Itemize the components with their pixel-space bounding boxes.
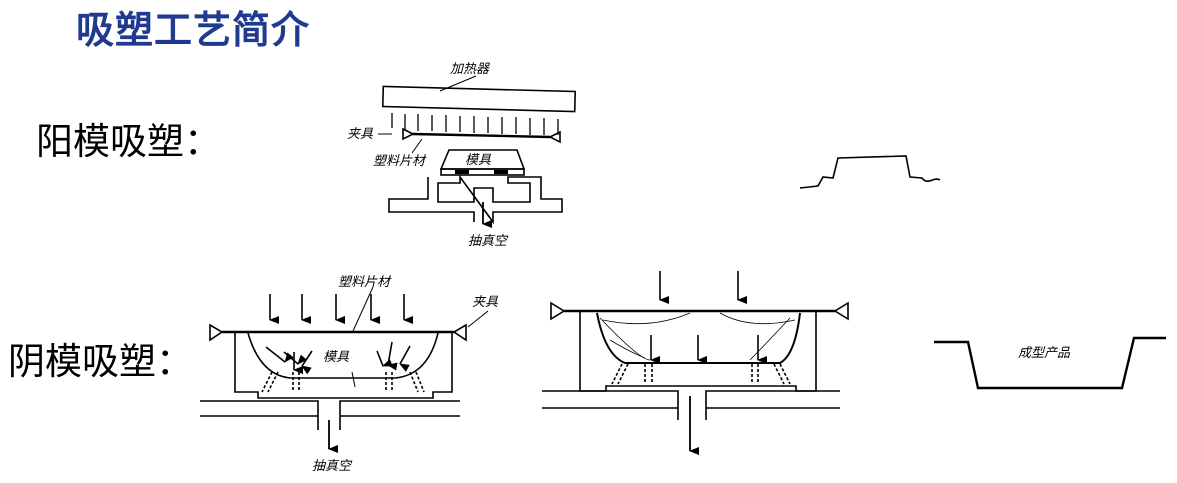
sheet-line bbox=[412, 132, 551, 139]
heater-label: 加热器 bbox=[450, 62, 490, 77]
clamp-label: 夹具 bbox=[347, 127, 374, 142]
negative-mold-diagram bbox=[200, 286, 489, 453]
clamp-left bbox=[402, 127, 415, 141]
product-label: 成型产品 bbox=[1018, 346, 1071, 361]
heater-rays bbox=[391, 113, 559, 135]
negative-mold-formed-diagram bbox=[542, 271, 849, 455]
sheet-label: 塑料片材 bbox=[373, 154, 427, 169]
negative-product-profile bbox=[934, 336, 1166, 390]
vacuum-label-negative: 抽真空 bbox=[312, 459, 353, 474]
mold-label: 模具 bbox=[465, 153, 492, 168]
vacuum-label: 抽真空 bbox=[468, 234, 509, 249]
vacuum-table bbox=[388, 174, 563, 225]
section-negative-mold: 阴模吸塑： bbox=[8, 340, 193, 383]
mold-label-negative: 模具 bbox=[323, 350, 350, 365]
page-title: 吸塑工艺简介 bbox=[76, 8, 311, 52]
positive-mold-diagram bbox=[378, 75, 577, 228]
clamp-right bbox=[548, 130, 561, 144]
heater-block bbox=[381, 85, 577, 113]
clamp-label-negative: 夹具 bbox=[472, 295, 499, 310]
positive-product-profile bbox=[799, 155, 941, 189]
section-positive-mold: 阳模吸塑： bbox=[36, 120, 221, 163]
sheet-label-negative: 塑料片材 bbox=[338, 275, 392, 290]
sheet-leader bbox=[411, 138, 423, 154]
mold-base bbox=[440, 168, 525, 176]
heater-leader bbox=[439, 75, 477, 92]
